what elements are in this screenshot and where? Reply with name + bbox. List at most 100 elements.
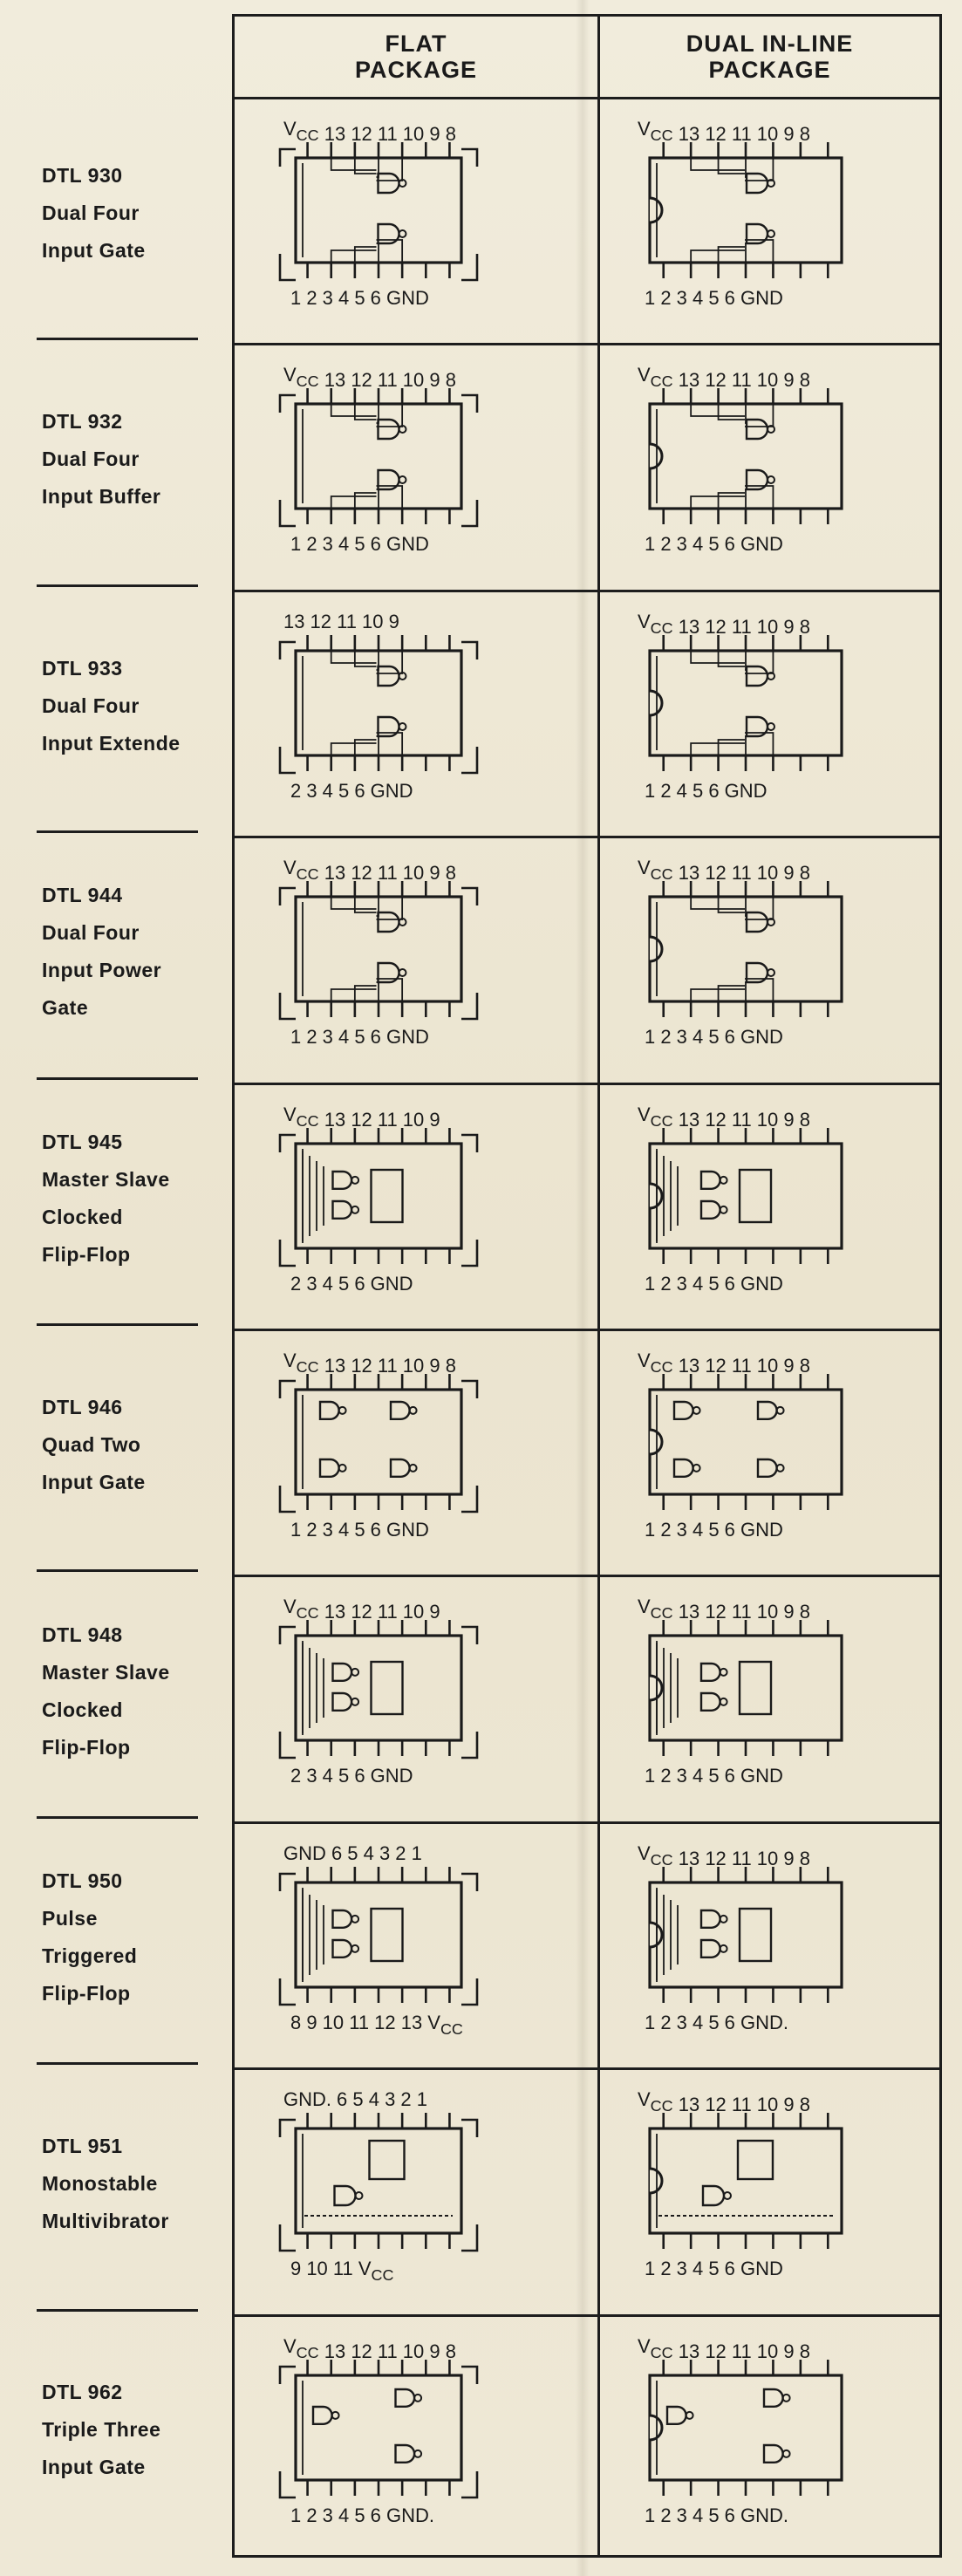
device-description-line: Input Buffer: [42, 485, 161, 509]
dip-package-diagram: VCC 13 12 11 10 9 8 1 2 3 4 5 6 GND: [597, 97, 939, 339]
pinout-drawing: VCC 13 12 11 10 9 81 2 3 4 5 6 GND: [638, 857, 843, 1048]
svg-text:1 2 3 4 5 6 GND: 1 2 3 4 5 6 GND: [645, 1765, 783, 1787]
pinout-drawing: GND. 6 5 4 3 2 1 9 10 11 VCC: [278, 2088, 479, 2284]
row-separator: [235, 1082, 939, 1085]
device-part-number: DTL 946: [42, 1395, 123, 1418]
svg-text:1 2 4 5 6 GND: 1 2 4 5 6 GND: [645, 780, 768, 802]
svg-text:1 2 3 4 5 6 GND.: 1 2 3 4 5 6 GND.: [290, 2504, 434, 2526]
svg-text:VCC 13 12 11 10 9 8: VCC 13 12 11 10 9 8: [283, 857, 456, 884]
device-description-line: Multivibrator: [42, 2209, 169, 2232]
header-rule: [235, 97, 939, 99]
flat-package-diagram: VCC 13 12 11 10 9 8 1 2 3 4 5 6 GND: [235, 343, 595, 585]
row-separator: [235, 1821, 939, 1824]
device-description-line: Input Gate: [42, 1470, 146, 1493]
svg-text:1 2 3 4 5 6 GND: 1 2 3 4 5 6 GND: [290, 1519, 429, 1541]
svg-text:1 2 3 4 5 6 GND: 1 2 3 4 5 6 GND: [290, 1026, 429, 1048]
header-dip-package: DUAL IN-LINE PACKAGE: [600, 17, 939, 97]
svg-text:1 2 3 4 5 6 GND: 1 2 3 4 5 6 GND: [290, 533, 429, 555]
svg-text:1 2 3 4 5 6 GND.: 1 2 3 4 5 6 GND.: [645, 2012, 788, 2033]
device-description-line: Master Slave: [42, 1167, 170, 1191]
device-part-number: DTL 930: [42, 163, 123, 187]
pinout-drawing: VCC 13 12 11 10 9 81 2 3 4 5 6 GND: [638, 1349, 843, 1541]
dip-package-diagram: VCC 13 12 11 10 9 8 1 2 3 4 5 6 GND.: [597, 2314, 939, 2557]
svg-text:VCC 13 12 11 10 9 8: VCC 13 12 11 10 9 8: [283, 118, 456, 145]
svg-text:GND. 6 5 4 3 2 1: GND. 6 5 4 3 2 1: [283, 2088, 427, 2110]
label-divider: [37, 1815, 198, 1819]
label-divider: [37, 1323, 198, 1326]
device-description-line: Dual Four: [42, 921, 140, 945]
flat-package-diagram: VCC 13 12 11 10 9 2 3 4 5 6 GND: [235, 1083, 595, 1325]
svg-text:VCC 13 12 11 10 9 8: VCC 13 12 11 10 9 8: [283, 1349, 456, 1377]
device-description-line: Input Gate: [42, 2456, 146, 2479]
device-description-line: Monostable: [42, 2171, 158, 2195]
row-separator: [235, 1575, 939, 1578]
svg-text:2 3 4 5 6 GND: 2 3 4 5 6 GND: [290, 780, 413, 802]
device-description-line: Input Power: [42, 959, 162, 982]
device-description-line: Dual Four: [42, 201, 140, 224]
svg-text:2 3 4 5 6 GND: 2 3 4 5 6 GND: [290, 1765, 413, 1787]
label-divider: [37, 1569, 198, 1573]
label-divider: [37, 2062, 198, 2066]
label-divider: [37, 1076, 198, 1080]
device-description-line: Clocked: [42, 1205, 123, 1228]
pinout-drawing: VCC 13 12 11 10 9 81 2 3 4 5 6 GND: [638, 2088, 843, 2279]
svg-text:1 2 3 4 5 6 GND.: 1 2 3 4 5 6 GND.: [645, 2504, 788, 2526]
row-separator: [235, 1329, 939, 1331]
device-part-number: DTL 945: [42, 1130, 123, 1153]
svg-text:VCC 13 12 11 10 9 8: VCC 13 12 11 10 9 8: [283, 364, 456, 391]
pinout-drawing: 13 12 11 10 92 3 4 5 6 GND: [278, 611, 479, 802]
label-divider: [37, 830, 198, 834]
header-flat-line1: FLAT: [385, 31, 447, 57]
device-description-line: Flip-Flop: [42, 1242, 131, 1266]
pinout-drawing: VCC 13 12 11 10 9 8 1 2 4 5 6 GND: [638, 611, 843, 802]
svg-text:1 2 3 4 5 6 GND: 1 2 3 4 5 6 GND: [645, 1273, 783, 1295]
svg-text:VCC 13 12 11 10 9 8: VCC 13 12 11 10 9 8: [638, 611, 810, 638]
svg-text:9 10 11 VCC: 9 10 11 VCC: [290, 2258, 393, 2284]
device-description-line: Input Extende: [42, 731, 181, 755]
svg-text:1 2 3 4 5 6 GND: 1 2 3 4 5 6 GND: [645, 287, 783, 309]
device-description-line: Flip-Flop: [42, 1982, 131, 2005]
row-separator: [235, 589, 939, 592]
pinout-drawing: VCC 13 12 11 10 9 81 2 3 4 5 6 GND: [638, 1104, 843, 1295]
device-part-number: DTL 951: [42, 2134, 123, 2157]
device-description-line: Flip-Flop: [42, 1735, 131, 1759]
pinout-drawing: VCC 13 12 11 10 9 81 2 3 4 5 6 GND.: [638, 1842, 843, 2033]
flat-package-diagram: GND. 6 5 4 3 2 1 9 10 11 VCC: [235, 2067, 595, 2310]
svg-text:VCC 13 12 11 10 9: VCC 13 12 11 10 9: [283, 1104, 440, 1131]
pinout-drawing: VCC 13 12 11 10 9 8 1 2 3 4 5 6 GND.: [638, 2335, 843, 2526]
svg-text:8 9 10 11 12 13 VCC: 8 9 10 11 12 13 VCC: [290, 2012, 463, 2038]
svg-text:VCC 13 12 11 10 9 8: VCC 13 12 11 10 9 8: [283, 2335, 456, 2362]
device-part-number: DTL 962: [42, 2381, 123, 2404]
pinout-drawing: VCC 13 12 11 10 9 8 1 2 3 4 5 6 GND.: [278, 2335, 479, 2526]
pinout-drawing: VCC 13 12 11 10 9 8 1 2 3 4 5 6 GND: [278, 364, 479, 555]
dip-package-diagram: VCC 13 12 11 10 9 8 1 2 3 4 5 6 GND: [597, 1575, 939, 1817]
pinout-drawing: VCC 13 12 11 10 9 8 1 2 3 4 5 6 GND: [638, 1595, 843, 1787]
svg-text:1 2 3 4 5 6 GND: 1 2 3 4 5 6 GND: [645, 2258, 783, 2279]
svg-text:VCC 13 12 11 10 9 8: VCC 13 12 11 10 9 8: [638, 1595, 810, 1623]
pinout-drawing: VCC 13 12 11 10 9 81 2 3 4 5 6 GND: [638, 364, 843, 555]
pinout-drawing: VCC 13 12 11 10 92 3 4 5 6 GND: [278, 1595, 479, 1787]
svg-text:2 3 4 5 6 GND: 2 3 4 5 6 GND: [290, 1273, 413, 1295]
flat-package-diagram: VCC 13 12 11 10 9 8 1 2 3 4 5 6 GND: [235, 1329, 595, 1571]
device-description-line: Pulse: [42, 1907, 98, 1930]
svg-text:VCC 13 12 11 10 9 8: VCC 13 12 11 10 9 8: [638, 118, 810, 145]
svg-text:VCC 13 12 11 10 9 8: VCC 13 12 11 10 9 8: [638, 2335, 810, 2362]
row-separator: [235, 343, 939, 346]
svg-text:VCC 13 12 11 10 9 8: VCC 13 12 11 10 9 8: [638, 857, 810, 884]
device-part-number: DTL 944: [42, 884, 123, 907]
row-separator: [235, 2313, 939, 2317]
device-description-line: Clocked: [42, 1698, 123, 1721]
device-part-number: DTL 948: [42, 1623, 123, 1646]
